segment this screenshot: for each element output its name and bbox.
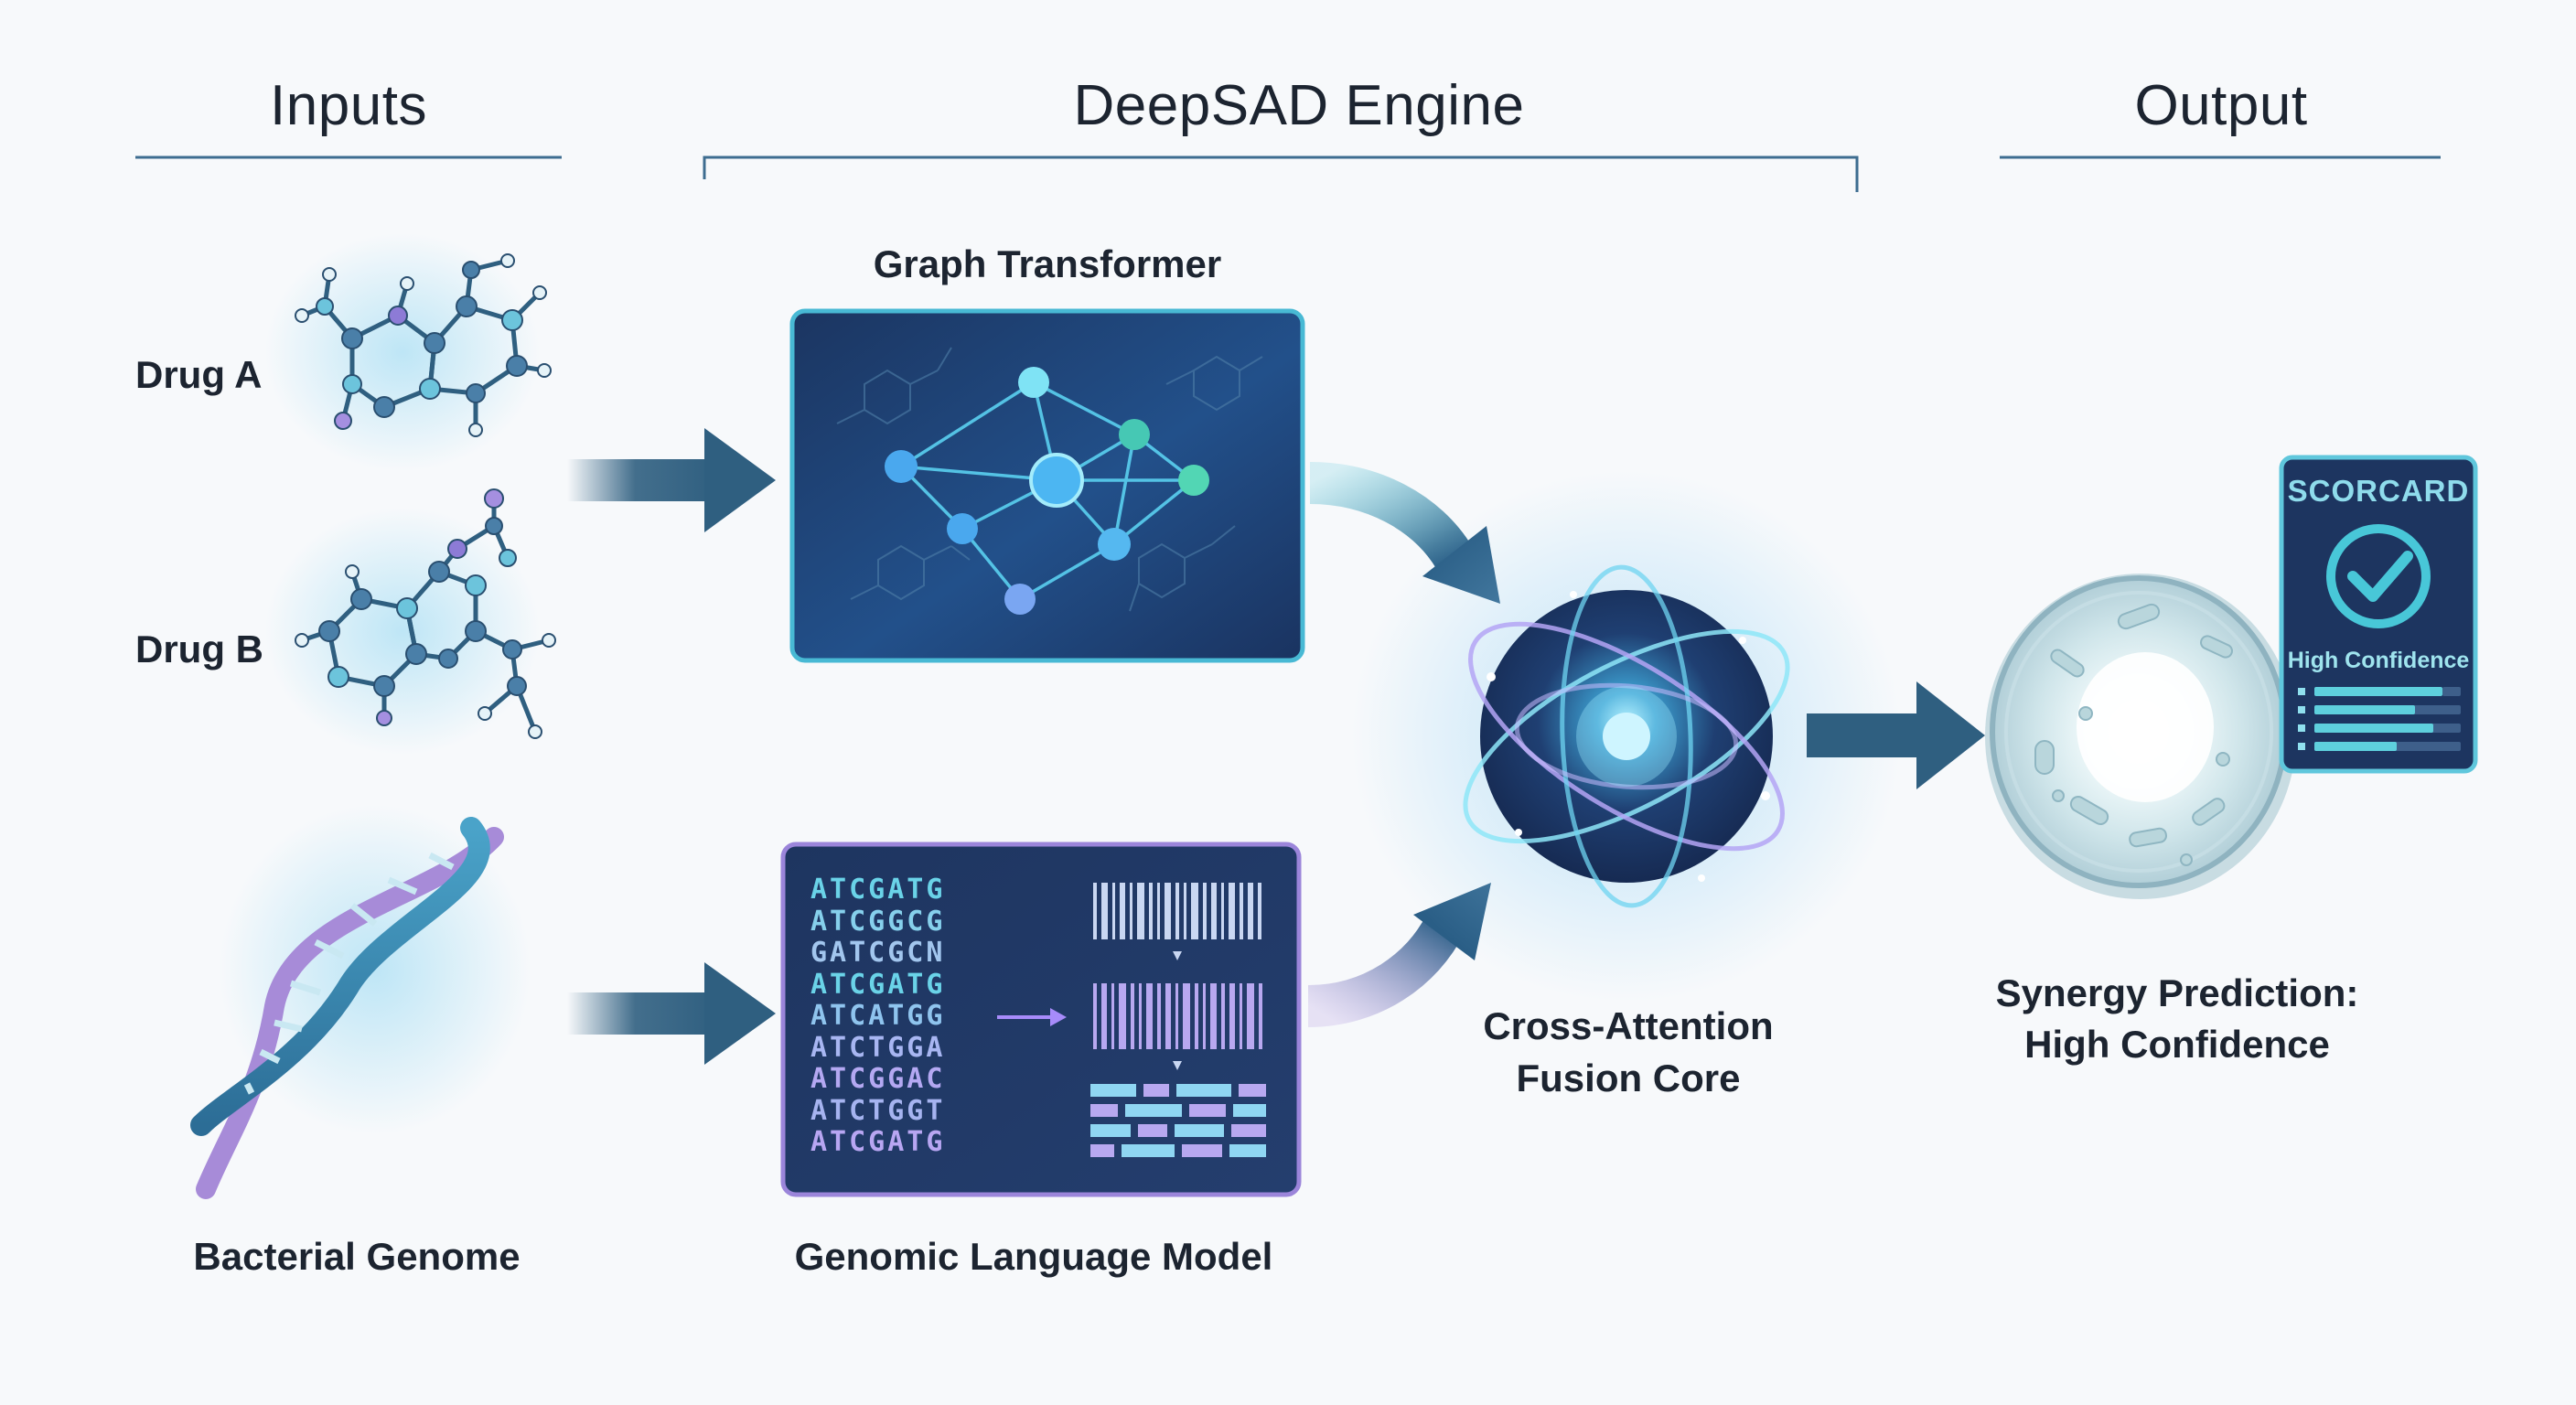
fusion-core-icon (1352, 471, 1901, 1002)
drug-b-label: Drug B (135, 627, 263, 670)
engine-section-title: DeepSAD Engine (1073, 74, 1525, 137)
drug-a-glow (265, 233, 540, 471)
glm-arrow-icon (997, 1008, 1067, 1026)
dna-sequence: ATCGGCG (810, 905, 946, 938)
prediction-label-line1: Synergy Prediction: (1995, 971, 2359, 1014)
arrow-genome-to-glm (567, 962, 776, 1065)
fusion-core-label-line1: Cross-Attention (1483, 1004, 1774, 1047)
dna-sequence: ATCGATG (810, 968, 946, 1001)
arrow-drugs-to-graph (567, 428, 776, 532)
engine-bracket (703, 156, 1859, 192)
token-blocks (1090, 1084, 1266, 1157)
graph-transformer-panel (789, 308, 1305, 663)
drug-b-glow (265, 508, 540, 755)
graph-transformer-label: Graph Transformer (873, 242, 1222, 285)
dna-sequence: GATCGCN (810, 937, 946, 969)
drug-b-atoms (295, 488, 556, 739)
prediction-label-line2: High Confidence (2024, 1023, 2330, 1066)
scorecard-confidence-label: High Confidence (2287, 648, 2470, 673)
barcode-mid (1093, 983, 1262, 1049)
dna-sequence: ATCTGGA (810, 1031, 946, 1064)
drug-a-atoms (295, 253, 552, 437)
checkmark-icon (2347, 551, 2413, 602)
drug-a-label: Drug A (135, 353, 263, 396)
petri-dish-icon (1985, 574, 2296, 899)
check-circle-icon (2326, 524, 2431, 628)
arrow-core-to-output (1807, 681, 1985, 789)
inputs-section-title: Inputs (270, 74, 427, 137)
scorecard-title: SCORCARD (2287, 474, 2470, 508)
genomic-model-label: Genomic Language Model (794, 1235, 1273, 1278)
dna-sequence: ATCGGAC (810, 1063, 946, 1095)
dna-helix-icon (190, 817, 504, 1199)
output-section-title: Output (2134, 74, 2308, 137)
confidence-bars (2298, 687, 2461, 751)
dna-sequence: ATCGATG (810, 874, 946, 906)
dna-sequence: ATCGATG (810, 1126, 946, 1158)
dna-sequence: ATCTGGT (810, 1094, 946, 1127)
barcode-top (1093, 883, 1261, 939)
genomic-model-panel (780, 842, 1302, 1197)
graph-nodes (885, 367, 1209, 615)
scorecard-card (2279, 455, 2478, 774)
bacterial-genome-label: Bacterial Genome (193, 1235, 521, 1278)
dna-sequence-list: ATCGATG ATCGGCG GATCGCN ATCGATG ATCATGG … (810, 874, 1057, 1159)
fusion-core-label-line2: Fusion Core (1516, 1056, 1741, 1099)
dna-sequence: ATCATGG (810, 1000, 946, 1032)
